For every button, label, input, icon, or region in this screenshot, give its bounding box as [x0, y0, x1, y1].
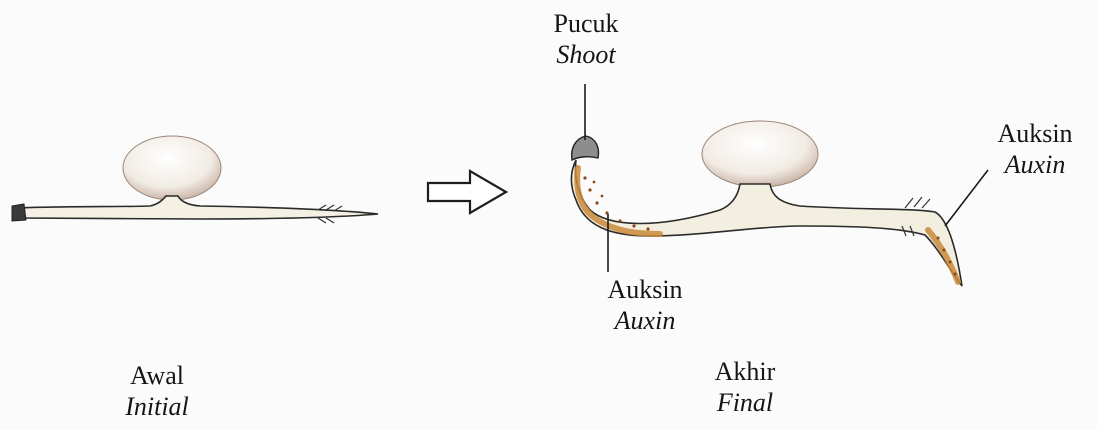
auxin-bottom-label: Auksin Auxin — [585, 274, 705, 336]
auxin-bottom-label-malay: Auksin — [585, 274, 705, 305]
final-label-english: Final — [690, 387, 800, 418]
final-label: Akhir Final — [690, 356, 800, 418]
transition-arrow — [428, 171, 506, 213]
auxin-right-label-malay: Auksin — [975, 118, 1095, 149]
initial-stem — [18, 196, 378, 219]
initial-shoot-tip — [12, 204, 26, 221]
initial-label-malay: Awal — [102, 360, 212, 391]
initial-seedling — [12, 136, 378, 223]
auxin-right-label: Auksin Auxin — [975, 118, 1095, 180]
shoot-label-malay: Pucuk — [531, 8, 641, 39]
initial-label-english: Initial — [102, 391, 212, 422]
auxin-right-label-english: Auxin — [975, 149, 1095, 180]
final-label-malay: Akhir — [690, 356, 800, 387]
final-seed — [702, 121, 818, 187]
final-seedling — [572, 121, 963, 286]
shoot-label: Pucuk Shoot — [531, 8, 641, 70]
auxin-bottom-label-english: Auxin — [585, 305, 705, 336]
initial-label: Awal Initial — [102, 360, 212, 422]
initial-seed — [123, 136, 221, 200]
shoot-label-english: Shoot — [531, 39, 641, 70]
